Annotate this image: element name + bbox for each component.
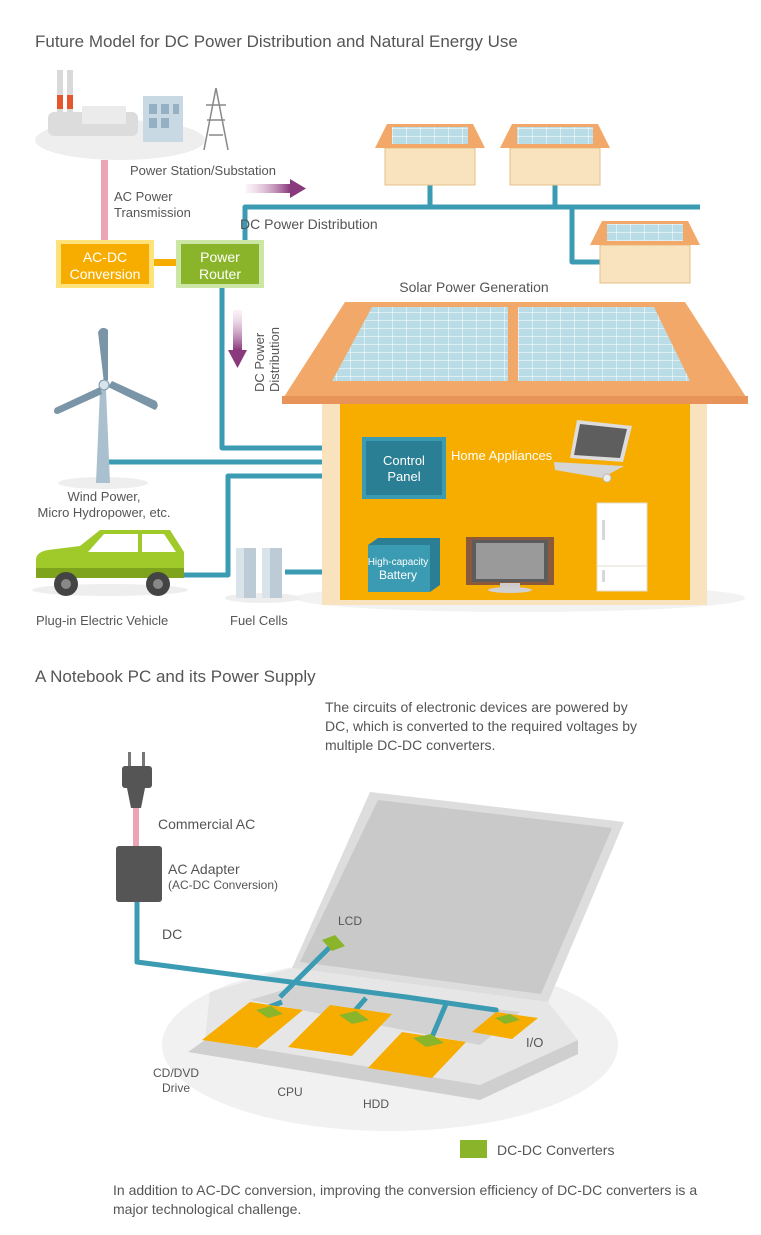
router-label-1: Power — [200, 249, 240, 265]
dc-flow-arrow-down — [228, 310, 247, 368]
power-station-icon — [35, 70, 229, 160]
ac-transmission-label-1: AC Power — [114, 189, 173, 204]
hdd-board — [368, 1032, 466, 1078]
power-plug-icon — [122, 752, 152, 808]
cd-dvd-label-2: Drive — [162, 1081, 190, 1095]
hdd-label: HDD — [363, 1097, 389, 1111]
dc-flow-arrow-right — [246, 179, 306, 198]
battery-icon — [368, 538, 440, 592]
laptop-appliance-icon — [554, 420, 632, 483]
acdc-conversion-box — [56, 240, 154, 288]
notebook-pc-icon — [162, 792, 624, 1131]
fuel-cells-label: Fuel Cells — [230, 613, 288, 628]
power-router-box — [176, 240, 264, 288]
wind-label-2: Micro Hydropower, etc. — [38, 505, 171, 520]
wind-turbine-icon — [54, 327, 158, 489]
cpu-board — [288, 1005, 392, 1056]
section2-title: A Notebook PC and its Power Supply — [35, 667, 316, 686]
io-label: I/O — [526, 1035, 543, 1050]
acdc-router-link — [154, 259, 176, 266]
dc-vertical-label-1: DC Power — [252, 332, 267, 392]
ac-adapter-icon — [116, 846, 162, 902]
commercial-ac-cable — [133, 808, 139, 846]
io-board — [472, 1012, 538, 1039]
control-panel-box — [362, 437, 446, 499]
acdc-label-1: AC-DC — [83, 249, 127, 265]
battery-label-1: High-capacity — [368, 557, 429, 568]
router-label-2: Router — [199, 266, 241, 282]
dc-distribution-label: DC Power Distribution — [240, 216, 378, 232]
adapter-label-1: AC Adapter — [168, 861, 240, 877]
house-icon-1 — [375, 124, 485, 186]
house-icon-2 — [500, 124, 610, 186]
home-appliances-label: Home Appliances — [451, 448, 553, 463]
acdc-label-2: Conversion — [70, 266, 141, 282]
ev-label: Plug-in Electric Vehicle — [36, 613, 168, 628]
battery-label-2: Battery — [379, 568, 417, 582]
fuel-cells-icon — [225, 548, 301, 603]
control-label-2: Panel — [387, 469, 420, 484]
solar-label: Solar Power Generation — [399, 279, 548, 295]
cd-dvd-board — [202, 1002, 303, 1048]
power-station-label: Power Station/Substation — [130, 163, 276, 178]
adapter-label-2: (AC-DC Conversion) — [168, 878, 278, 892]
lcd-label: LCD — [338, 914, 362, 928]
legend-label: DC-DC Converters — [497, 1142, 614, 1158]
refrigerator-icon — [596, 502, 648, 592]
cd-dvd-label-1: CD/DVD — [153, 1066, 199, 1080]
dc-vertical-label-2: Distribution — [267, 327, 282, 392]
electric-car-icon — [32, 530, 188, 596]
ac-transmission-line — [101, 160, 108, 240]
legend-swatch — [460, 1140, 487, 1158]
control-label-1: Control — [383, 453, 425, 468]
tv-icon — [466, 537, 554, 593]
footer-paragraph: In addition to AC-DC conversion, improvi… — [113, 1182, 698, 1217]
section1-title: Future Model for DC Power Distribution a… — [35, 32, 518, 51]
house-icon-3 — [590, 221, 700, 284]
cpu-label: CPU — [277, 1085, 302, 1099]
commercial-ac-label: Commercial AC — [158, 816, 255, 832]
dc-label: DC — [162, 926, 182, 942]
wind-label-1: Wind Power, — [68, 489, 141, 504]
ac-transmission-label-2: Transmission — [114, 205, 191, 220]
lcd-chip — [322, 935, 345, 951]
intro-paragraph: The circuits of electronic devices are p… — [325, 699, 638, 753]
